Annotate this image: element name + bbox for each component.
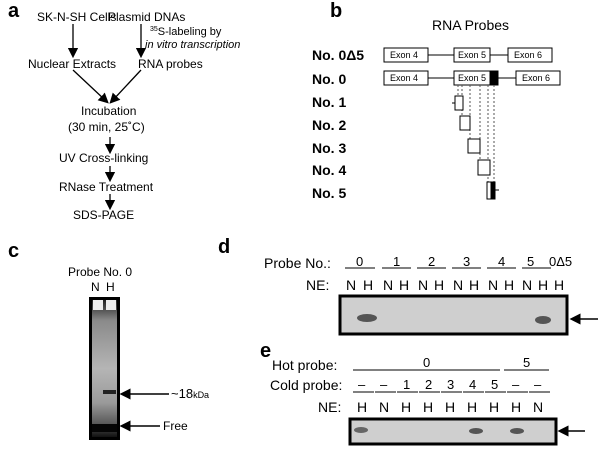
ne-e-lane-7: H xyxy=(489,399,500,415)
uv-label: UV Cross-linking xyxy=(59,151,149,165)
ne-e-lane-8: H xyxy=(511,399,522,415)
cold-e-6: 4 xyxy=(469,377,477,392)
panel-c-lane-n: N xyxy=(91,280,100,294)
probe-label-2: No. 2 xyxy=(312,117,347,133)
cold-e-1: – xyxy=(358,377,366,392)
band-label: ~18kDa xyxy=(171,386,209,401)
ne-d-lane-2: H xyxy=(363,277,374,293)
panel-letter-d: d xyxy=(218,236,231,258)
probe-d-5: 5 xyxy=(527,254,535,269)
ne-d-lane-8: H xyxy=(469,277,480,293)
exon4-label-row2: Exon 4 xyxy=(390,73,419,83)
probe-no-label: Probe No.: xyxy=(264,255,331,271)
cold-e-9: – xyxy=(534,377,542,392)
hot-probe-label: Hot probe: xyxy=(272,357,338,373)
probe-d-4: 4 xyxy=(498,254,506,269)
cold-e-7: 5 xyxy=(491,377,499,392)
extracts-label: Nuclear Extracts xyxy=(28,57,117,71)
probe-label-0: No. 0 xyxy=(312,71,347,87)
panel-letter-a: a xyxy=(8,0,20,22)
exon6-label-row2: Exon 6 xyxy=(522,73,551,83)
ne-d-lane-10: H xyxy=(504,277,515,293)
ne-label-e: NE: xyxy=(318,399,342,415)
cold-e-3: 1 xyxy=(403,377,411,392)
ne-e-lane-2: N xyxy=(379,399,390,415)
exon5-label-row1: Exon 5 xyxy=(458,50,487,60)
ne-d-lane-1: N xyxy=(346,277,357,293)
panel-c-title: Probe No. 0 xyxy=(68,265,133,279)
band-label-value: 18 xyxy=(178,386,194,401)
gel-panel-e xyxy=(348,369,585,446)
probe-label-3: No. 3 xyxy=(312,140,347,156)
ne-d-lane-12: H xyxy=(538,277,549,293)
band-label-unit: kDa xyxy=(193,390,210,400)
ne-e-lane-9: N xyxy=(533,399,544,415)
probe-diagram xyxy=(383,47,561,200)
exon4-label-row1: Exon 4 xyxy=(390,50,419,60)
incubation-label: Incubation xyxy=(81,104,137,118)
labeling-line2: in vitro transcription xyxy=(145,39,241,51)
probe-label-4: No. 4 xyxy=(312,162,347,178)
probe-d-0: 0 xyxy=(356,254,364,269)
cold-e-2: – xyxy=(380,377,388,392)
probes-label: RNA probes xyxy=(138,57,203,71)
gel-panel-d xyxy=(338,267,598,336)
cells-label: SK-N-SH Cells xyxy=(37,10,117,24)
ne-label-d: NE: xyxy=(306,277,330,293)
cold-probe-label: Cold probe: xyxy=(270,377,343,393)
cold-e-4: 2 xyxy=(425,377,433,392)
labeling-line1: 35S-labeling by xyxy=(150,26,221,38)
probe-d-0d5: 0Δ5 xyxy=(549,254,573,269)
ne-e-lane-3: H xyxy=(401,399,412,415)
exon5-label-row2: Exon 5 xyxy=(458,73,487,83)
ne-d-lane-9: N xyxy=(488,277,499,293)
cold-e-8: – xyxy=(512,377,520,392)
ne-d-lane-6: H xyxy=(434,277,445,293)
panel-letter-e: e xyxy=(260,340,272,362)
ne-d-lane-7: N xyxy=(453,277,464,293)
probe-label-1: No. 1 xyxy=(312,94,347,110)
ne-d-lane-11: N xyxy=(522,277,533,293)
probe-d-3: 3 xyxy=(463,254,471,269)
band-label-prefix: ~ xyxy=(171,386,179,401)
panel-letter-c: c xyxy=(8,240,20,262)
ne-d-lane-13: H xyxy=(554,277,565,293)
exon6-label-row1: Exon 6 xyxy=(514,50,543,60)
flowchart-arrows xyxy=(67,24,147,211)
ne-e-lane-6: H xyxy=(467,399,478,415)
ne-e-lane-1: H xyxy=(357,399,368,415)
labeling-text: S-labeling by xyxy=(157,26,222,38)
gel-panel-c xyxy=(89,297,169,440)
panel-letter-b: b xyxy=(330,0,343,22)
rna-probes-title: RNA Probes xyxy=(432,17,510,33)
ne-d-lane-5: N xyxy=(418,277,429,293)
panel-c-lane-h: H xyxy=(106,280,115,294)
cold-e-5: 3 xyxy=(447,377,455,392)
ne-e-lane-5: H xyxy=(445,399,456,415)
ne-d-lane-4: H xyxy=(399,277,410,293)
free-label: Free xyxy=(163,419,188,433)
rnase-label: RNase Treatment xyxy=(59,180,154,194)
hot-probe-0: 0 xyxy=(423,355,431,370)
sds-label: SDS-PAGE xyxy=(73,208,135,222)
probe-label-5: No. 5 xyxy=(312,185,347,201)
labeling-isotope: 35 xyxy=(150,26,158,33)
ne-e-lane-4: H xyxy=(423,399,434,415)
probe-d-1: 1 xyxy=(393,254,401,269)
probe-label-0d5: No. 0Δ5 xyxy=(312,47,365,63)
hot-probe-5: 5 xyxy=(523,355,531,370)
plasmid-label: Plasmid DNAs xyxy=(108,10,186,24)
probe-d-2: 2 xyxy=(428,254,436,269)
ne-d-lane-3: N xyxy=(383,277,394,293)
incubation-condition: (30 min, 25˚C) xyxy=(68,120,145,134)
